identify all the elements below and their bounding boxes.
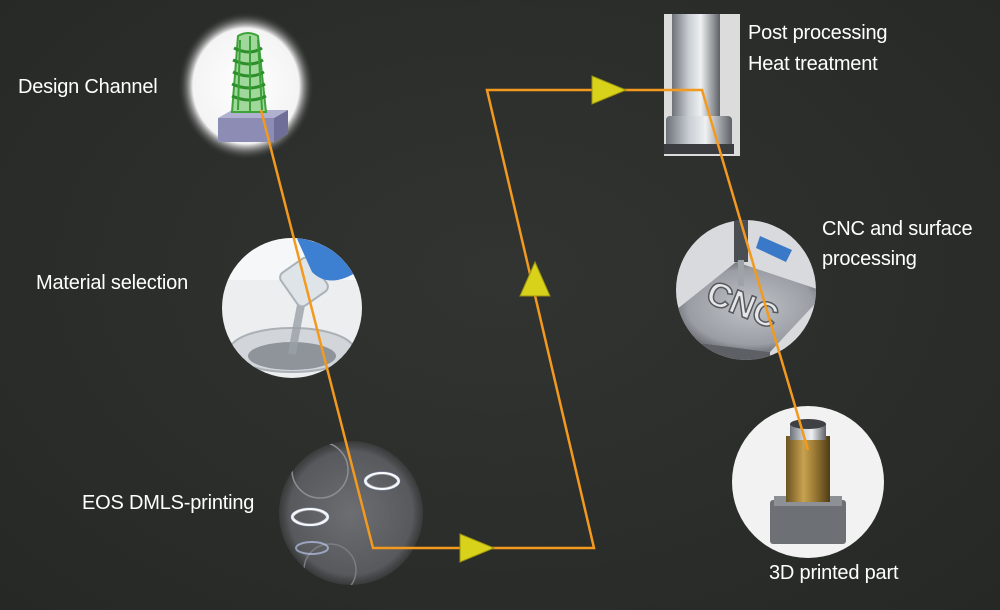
cnc-surface-label: CNC and surface [822,218,973,240]
design-channel-label: Design Channel [18,76,158,98]
heat-treatment-label: Heat treatment [748,53,878,75]
printed-part-image [732,406,884,558]
arrow-head-middle [519,260,551,297]
cnc-processing-image: CNC [676,220,816,360]
material-selection-label: Material selection [36,272,189,294]
post-processing-label: Post processing [748,22,888,44]
material-selection-image [222,238,362,378]
arrow-head-top [591,75,628,105]
processing-label: processing [822,248,917,270]
design-channel-image [178,12,314,160]
printed-part-label: 3D printed part [769,562,899,584]
flow-line [259,88,810,550]
arrow-head-bottom [459,533,496,563]
eos-printing-label: EOS DMLS-printing [82,492,255,514]
post-processing-image [664,14,740,156]
